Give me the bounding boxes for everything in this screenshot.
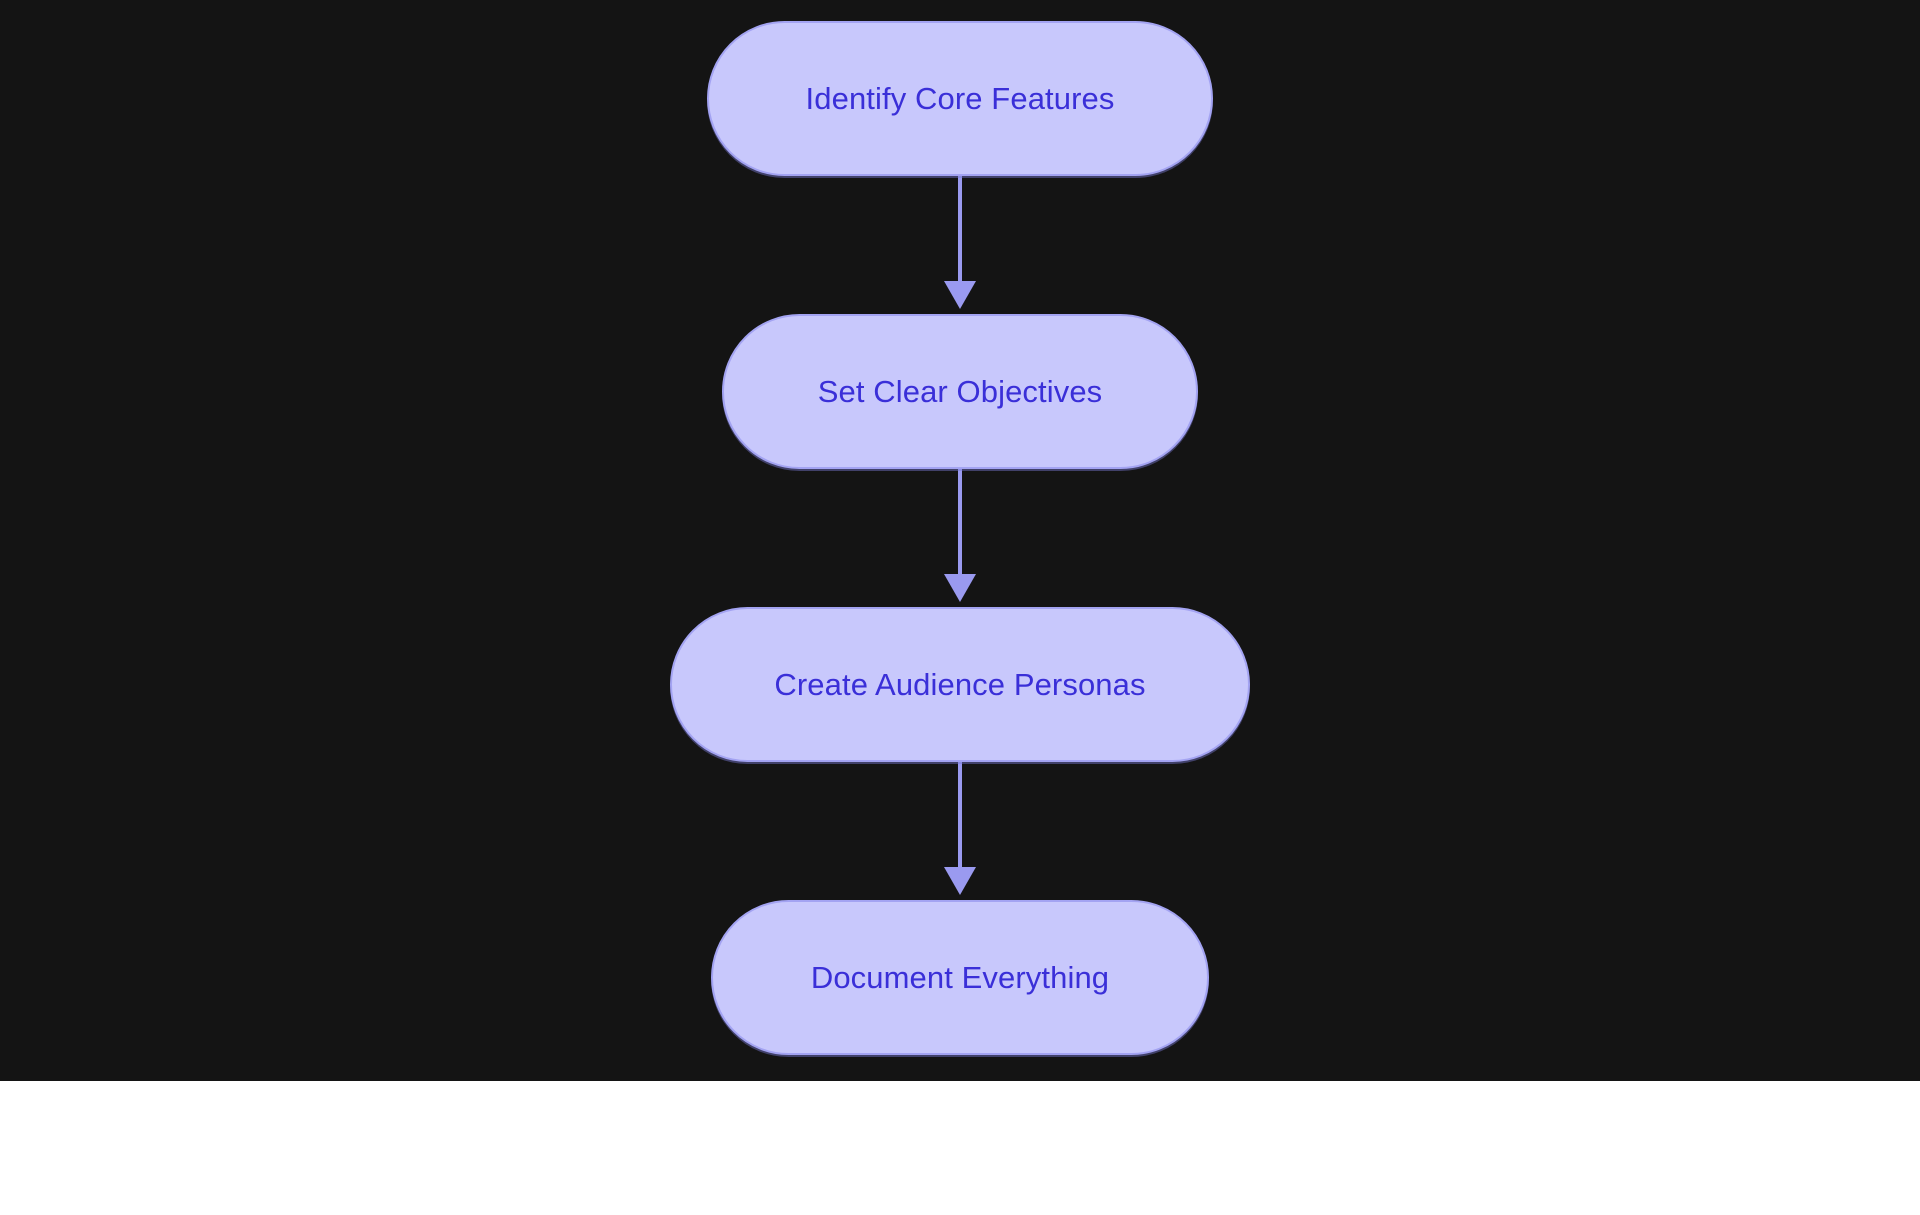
flow-nodes-layer: Identify Core Features Set Clear Objecti…	[670, 21, 1250, 1055]
diagram-canvas: Identify Core Features Set Clear Objecti…	[0, 0, 1920, 1081]
flow-node-label: Set Clear Objectives	[817, 374, 1103, 409]
flow-node-label: Document Everything	[810, 960, 1110, 995]
flow-node-identify-core-features[interactable]: Identify Core Features	[707, 21, 1213, 176]
flow-node-create-audience-personas[interactable]: Create Audience Personas	[670, 607, 1250, 762]
flow-node-document-everything[interactable]: Document Everything	[711, 900, 1209, 1055]
footer-bar	[0, 1081, 1920, 1215]
flow-node-label: Identify Core Features	[805, 81, 1115, 116]
flow-node-set-clear-objectives[interactable]: Set Clear Objectives	[722, 314, 1198, 469]
flow-node-label: Create Audience Personas	[774, 667, 1146, 702]
